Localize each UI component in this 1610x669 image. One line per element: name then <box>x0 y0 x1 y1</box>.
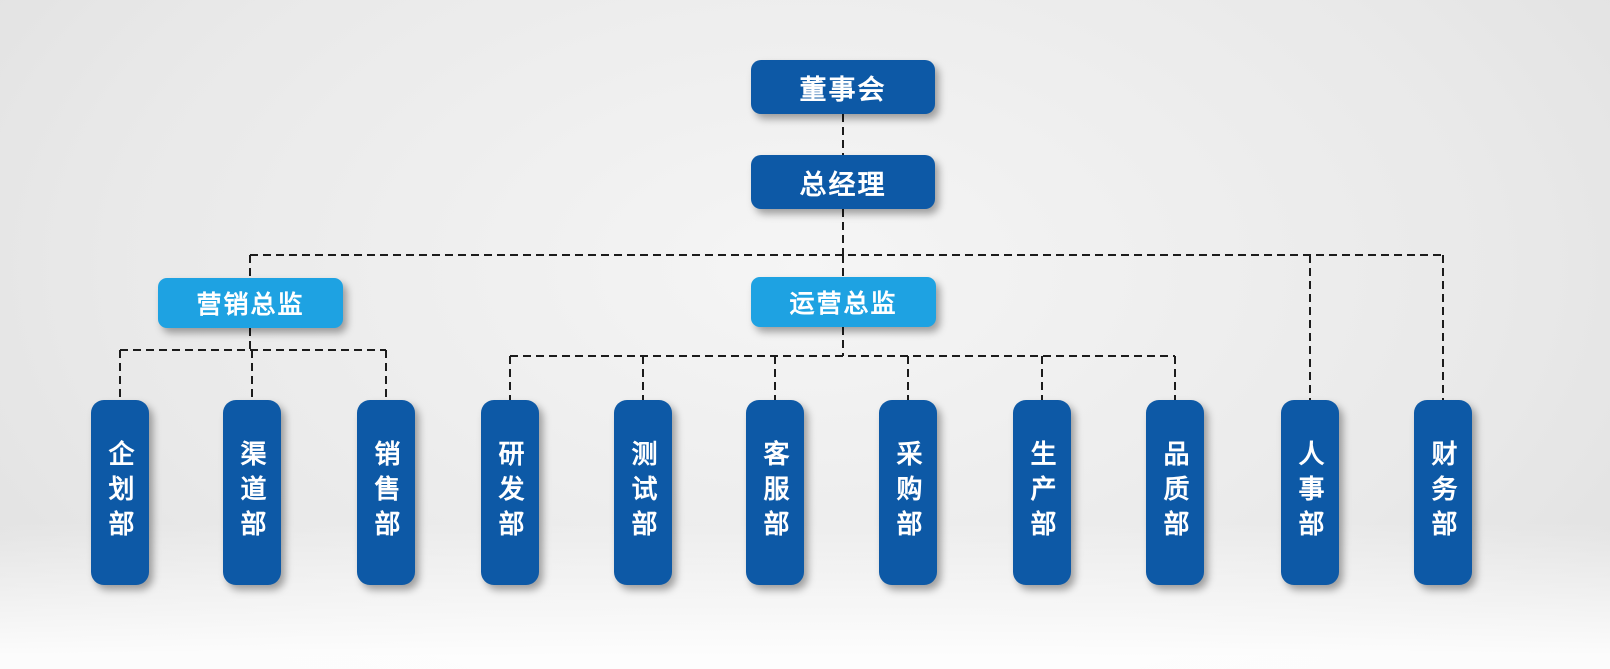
department-label: 客服部 <box>760 440 790 545</box>
department-node: 采购部 <box>879 400 937 585</box>
department-label: 企划部 <box>105 440 135 545</box>
department-node: 客服部 <box>746 400 804 585</box>
department-node: 测试部 <box>614 400 672 585</box>
department-node: 人事部 <box>1281 400 1339 585</box>
operations-director-label: 运营总监 <box>789 290 898 318</box>
department-label: 采购部 <box>893 440 923 545</box>
general-manager-node: 总经理 <box>751 155 935 209</box>
operations-director-node: 运营总监 <box>751 277 936 327</box>
department-label: 销售部 <box>371 440 401 545</box>
general-manager-label: 总经理 <box>799 169 887 200</box>
marketing-director-node: 营销总监 <box>158 278 343 328</box>
department-node: 销售部 <box>357 400 415 585</box>
department-node: 财务部 <box>1414 400 1472 585</box>
department-label: 研发部 <box>495 440 525 545</box>
department-label: 生产部 <box>1027 440 1057 545</box>
department-label: 财务部 <box>1428 440 1458 545</box>
department-label: 人事部 <box>1295 440 1325 545</box>
department-label: 渠道部 <box>237 440 267 545</box>
board-node: 董事会 <box>751 60 935 114</box>
marketing-director-label: 营销总监 <box>196 291 305 319</box>
department-node: 企划部 <box>91 400 149 585</box>
department-label: 测试部 <box>628 440 658 545</box>
board-label: 董事会 <box>799 74 887 105</box>
department-node: 研发部 <box>481 400 539 585</box>
department-node: 生产部 <box>1013 400 1071 585</box>
department-node: 品质部 <box>1146 400 1204 585</box>
department-node: 渠道部 <box>223 400 281 585</box>
department-label: 品质部 <box>1160 440 1190 545</box>
